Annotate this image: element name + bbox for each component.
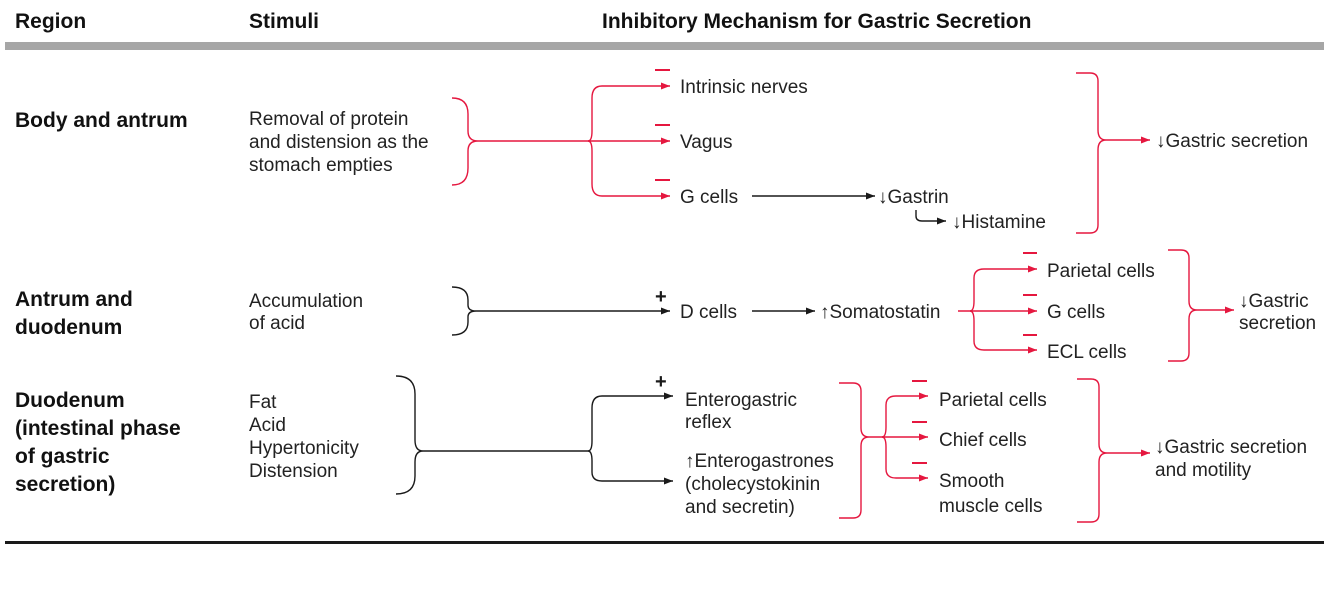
inhibit-arrow-parietal [881, 392, 928, 438]
enterogastrones-label: (cholecystokinin [685, 474, 820, 495]
bottom-rule [5, 541, 1324, 544]
inhibit-arrow-intrinsic [587, 82, 670, 142]
outcome-label: ↓Gastric secretion [1156, 131, 1308, 152]
header-region: Region [15, 10, 86, 33]
region-label: (intestinal phase [15, 417, 181, 440]
arrow-to-enterogastrones [587, 450, 673, 485]
mechanism-brace [839, 382, 870, 519]
outcome-label: and motility [1155, 460, 1252, 481]
inhibit-arrow-smooth-muscle [881, 436, 928, 482]
outcome-brace [1168, 249, 1198, 362]
somatostatin-label: ↑Somatostatin [820, 302, 940, 323]
target-vagus: Vagus [680, 132, 732, 153]
stimuli-brace [395, 375, 424, 495]
row-antrum-duodenum: Antrum and duodenum Accumulation of acid… [15, 249, 1316, 363]
header-stimuli: Stimuli [249, 10, 319, 33]
target-g-cells: G cells [680, 187, 738, 208]
stimulus-line: and distension as the [249, 132, 429, 153]
inhibit-arrow-ecl [969, 310, 1037, 354]
inhibit-arrow-gcells [587, 140, 670, 200]
inhibit-arrow-parietal [969, 265, 1037, 312]
region-label: of gastric [15, 445, 110, 468]
outcome-label: secretion [1239, 313, 1316, 334]
region-label: duodenum [15, 316, 122, 339]
region-label: Duodenum [15, 389, 125, 412]
stimulate-arrow-reflex [587, 392, 673, 452]
outcome-brace [1076, 72, 1107, 234]
stimulus-line: Accumulation [249, 291, 363, 312]
stimulus-line: Removal of protein [249, 109, 408, 130]
stimulus-line: stomach empties [249, 155, 393, 176]
enterogastrones-label: and secretin) [685, 497, 795, 518]
gastrin-label: ↓Gastrin [878, 187, 949, 208]
header-mechanism: Inhibitory Mechanism for Gastric Secreti… [602, 10, 1031, 33]
reflex-label: Enterogastric [685, 390, 797, 411]
header-rule [5, 42, 1324, 50]
region-label: secretion) [15, 473, 115, 496]
outcome-brace [1077, 378, 1108, 523]
target-smooth-muscle: Smooth [939, 471, 1004, 492]
plus-sign: + [655, 371, 667, 393]
outcome-label: ↓Gastric [1239, 291, 1309, 312]
target-parietal-cells: Parietal cells [1047, 261, 1155, 282]
arrow-to-histamine [915, 210, 946, 225]
stimulus-line: Acid [249, 415, 286, 436]
target-intrinsic-nerves: Intrinsic nerves [680, 77, 808, 98]
stimuli-brace [451, 97, 479, 186]
enterogastrones-label: ↑Enterogastrones [685, 451, 834, 472]
plus-sign: + [655, 286, 667, 308]
histamine-label: ↓Histamine [952, 212, 1046, 233]
reflex-label: reflex [685, 412, 732, 433]
stimulus-line: Fat [249, 392, 277, 413]
row-body-antrum: Body and antrum Removal of protein and d… [15, 69, 1308, 234]
target-ecl-cells: ECL cells [1047, 342, 1127, 363]
target-g-cells: G cells [1047, 302, 1105, 323]
region-label: Antrum and [15, 288, 133, 311]
target-parietal-cells: Parietal cells [939, 390, 1047, 411]
stimulus-line: Hypertonicity [249, 438, 359, 459]
stimulus-line: of acid [249, 313, 305, 334]
target-chief-cells: Chief cells [939, 430, 1027, 451]
region-label: Body and antrum [15, 109, 188, 132]
outcome-label: ↓Gastric secretion [1155, 437, 1307, 458]
d-cells-label: D cells [680, 302, 737, 323]
row-duodenum: Duodenum (intestinal phase of gastric se… [15, 371, 1307, 523]
stimulus-line: Distension [249, 461, 338, 482]
target-smooth-muscle: muscle cells [939, 496, 1042, 517]
stimuli-brace [451, 286, 477, 336]
